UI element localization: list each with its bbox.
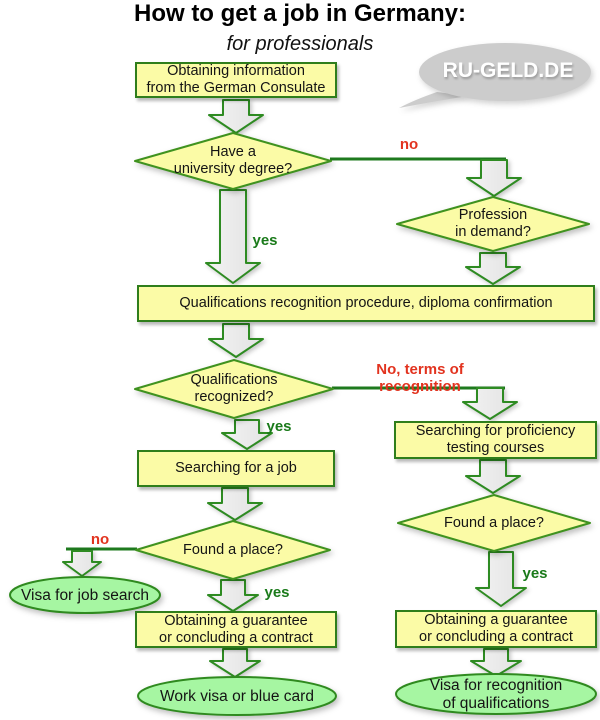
arrow-job-to-place	[207, 487, 263, 521]
diamond-found-place-left-label: Found a place?	[183, 542, 283, 558]
diamond-found-place-right	[397, 494, 591, 552]
diamond-found-place-left	[135, 520, 331, 580]
arrow-yes-to-procedure	[205, 189, 261, 284]
diamond-profession-in-demand	[396, 196, 590, 252]
label-yes-degree: yes	[252, 232, 278, 249]
label-no-degree: no	[399, 136, 419, 153]
box-recognition-procedure: Qualifications recognition procedure, di…	[137, 285, 595, 322]
diamond-found-place-right-label: Found a place?	[444, 515, 544, 531]
arrow-procedure-to-recognized	[208, 323, 264, 358]
arrow-consulate-to-degree	[208, 99, 264, 134]
logo-text: RU-GELD.DE	[442, 59, 574, 82]
diamond-university-degree	[134, 132, 332, 190]
label-no-place: no	[90, 531, 110, 548]
oval-work-visa	[137, 676, 337, 716]
arrow-place-to-guarantee-left	[207, 579, 259, 612]
arrow-demand-to-procedure	[465, 252, 521, 285]
label-no-recognized: No, terms of recognition	[376, 361, 464, 395]
page-title: How to get a job in Germany:	[133, 0, 467, 27]
label-yes-place-right: yes	[522, 565, 548, 582]
arrow-no-to-demand	[466, 159, 522, 197]
oval-work-visa-label: Work visa or blue card	[160, 687, 314, 705]
arrow-place-right-to-guarantee	[475, 551, 527, 607]
label-yes-recognized: yes	[266, 418, 292, 435]
box-searching-job: Searching for a job	[137, 450, 335, 487]
label-yes-place: yes	[264, 584, 290, 601]
arrow-no-to-courses	[462, 387, 518, 420]
page-subtitle: for professionals	[226, 33, 374, 55]
arrow-guarantee-to-workvisa	[209, 648, 261, 678]
logo-bubble-tail	[399, 92, 468, 108]
arrow-recognized-to-job	[221, 419, 273, 450]
oval-visa-job-search-label: Visa for job search	[20, 586, 150, 604]
diamond-qualifications-recognized	[134, 359, 334, 419]
logo-bubble	[419, 43, 591, 101]
arrow-courses-to-place-right	[465, 459, 521, 494]
oval-visa-job-search	[9, 576, 161, 614]
arrow-no-to-visa-search	[62, 550, 102, 577]
arrow-guarantee-to-visa-recognition	[470, 648, 522, 677]
oval-visa-recognition	[395, 673, 597, 715]
